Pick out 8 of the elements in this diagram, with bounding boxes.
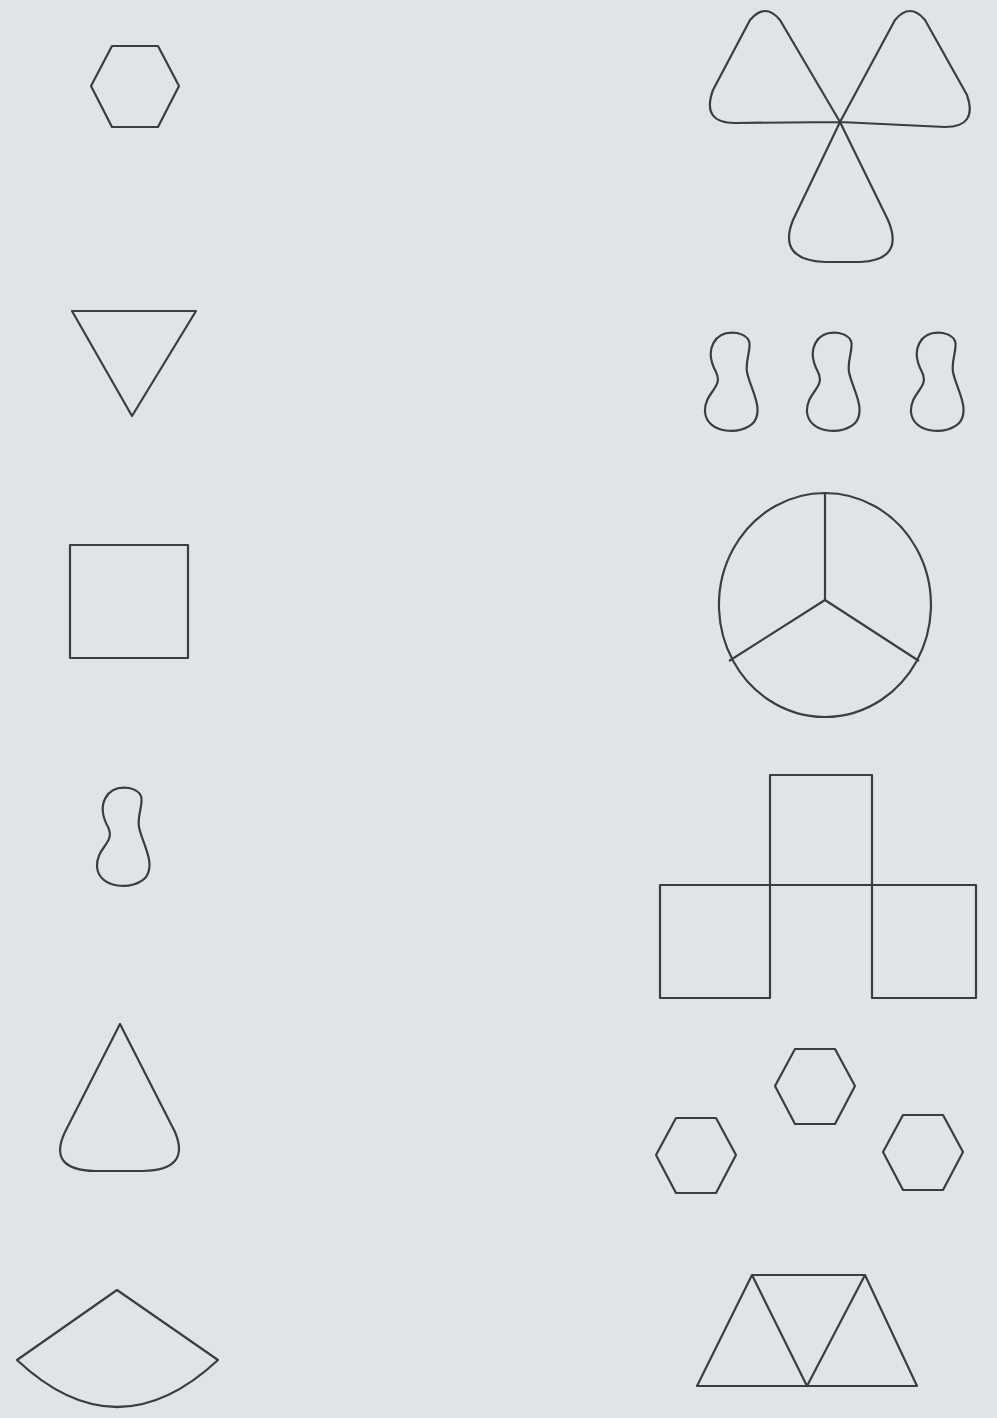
- square-group-drawing: [658, 773, 978, 1000]
- hexagon-trio-drawing: [655, 1048, 965, 1195]
- hexagon-shape: [90, 45, 180, 128]
- sector-shape: [15, 1288, 220, 1410]
- triangle-shape: [70, 308, 198, 418]
- triangle-trapezoid-drawing: [695, 1273, 920, 1388]
- square-shape: [68, 543, 190, 660]
- bean-shape: [93, 785, 153, 890]
